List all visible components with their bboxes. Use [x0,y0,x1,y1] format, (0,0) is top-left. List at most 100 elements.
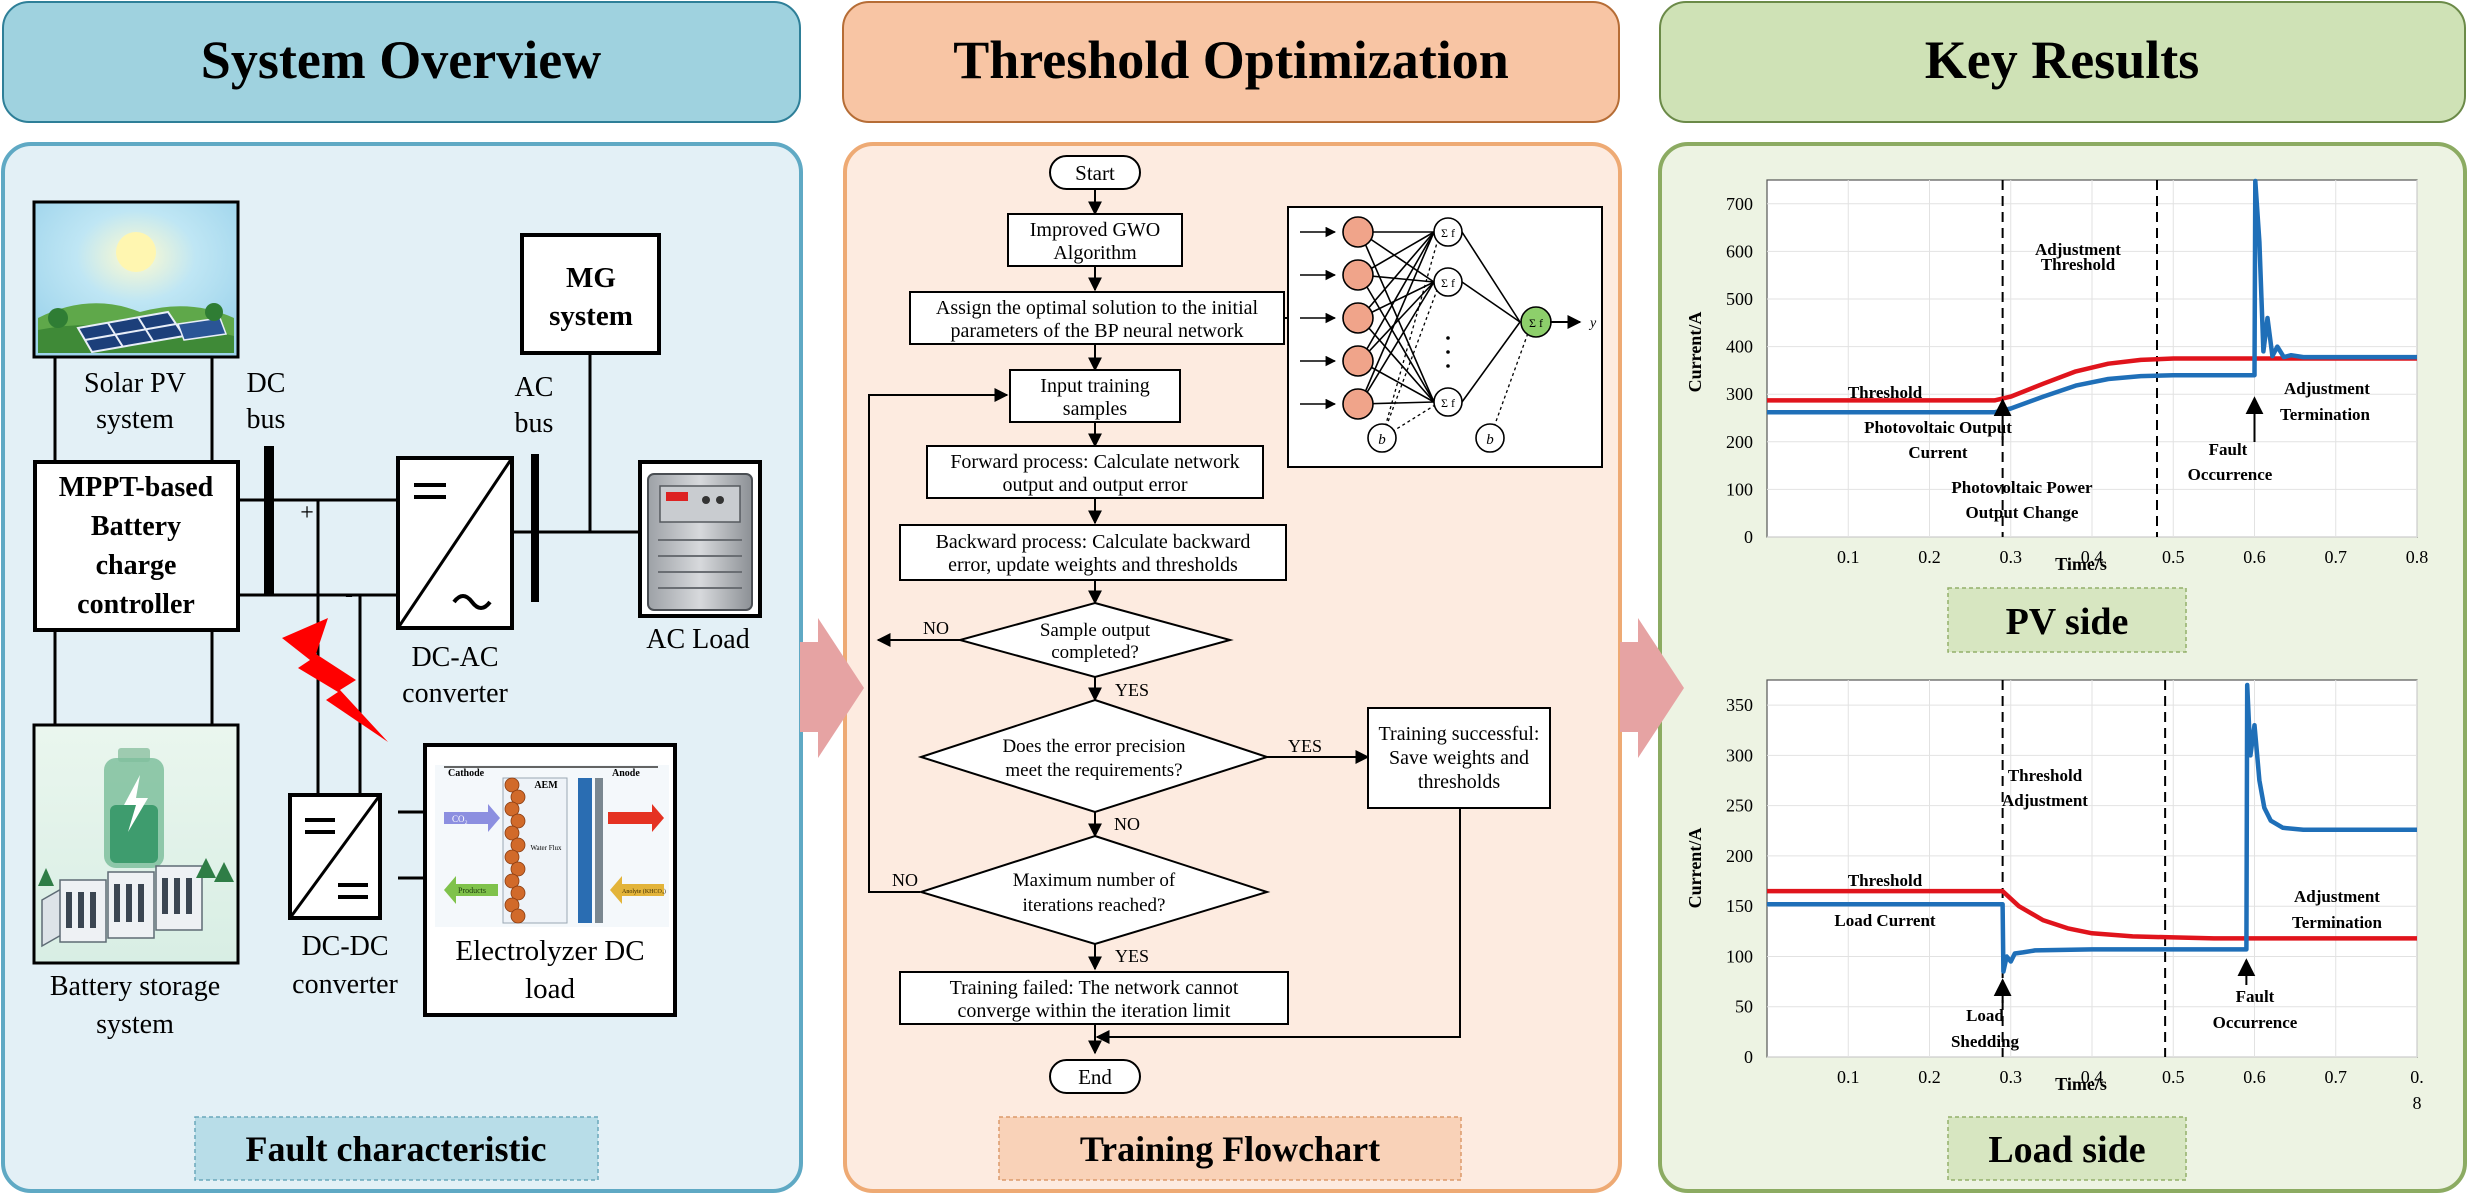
dc-bus-label-1: DC [247,368,286,399]
electrolyzer-image: Cathode Anode AEM Water Flux CO₂ Product… [423,743,677,1017]
nn-hidden-node [1433,387,1463,417]
load-side-label: Load side [1947,1116,2187,1181]
x-tick-label: 0. [2410,1067,2424,1087]
x-tick-label: 0.5 [2162,547,2185,567]
label-no-sample: NO [923,618,949,638]
flowchart-max-iter-text-1: Maximum number of [1013,870,1176,891]
flowchart-start: Start [1049,155,1141,190]
x-tick-label: 0.7 [2325,1067,2348,1087]
y-tick-label: 0 [1744,527,1753,547]
chart-annotation: Occurrence [2188,465,2273,484]
flow-arrow-2 [1620,618,1684,758]
solar-pv-image [32,200,240,359]
nn-hidden-node [1433,217,1463,247]
y-tick-label: 200 [1726,846,1753,866]
x-tick-label: 0.3 [2000,1067,2023,1087]
ac-bus-bar [531,454,539,602]
products-label: Products [458,886,486,895]
nn-input-node [1342,302,1374,334]
flowchart-forward-text-2: output and output error [1003,474,1188,496]
mppt-label-3: charge [96,550,177,581]
mg-system-label-1: MG [566,262,616,294]
flowchart-assign-text-2: parameters of the BP neural network [950,320,1243,342]
nn-bias-node-2 [1475,423,1505,453]
chart-annotation: Threshold [1848,871,1923,890]
sun-icon [116,232,156,272]
ac-bus-label-2: bus [515,408,554,439]
nn-input-node [1342,345,1374,377]
mg-system-box [520,233,661,355]
mg-system-label-2: system [549,300,633,332]
label-no-error: NO [1114,814,1140,834]
flowchart-assign-text-1: Assign the optimal solution to the initi… [936,297,1259,319]
flowchart-sample-output: Sample output completed? [956,601,1234,679]
electrolyzer-label-1: Electrolyzer DC [455,935,644,967]
chart-annotation: Fault [2209,440,2248,459]
mppt-label-2: Battery [91,511,181,542]
flowchart-backward-text-1: Backward process: Calculate backward [936,531,1251,553]
flowchart-assign: Assign the optimal solution to the initi… [909,291,1285,345]
flowchart-backward-text-2: error, update weights and thresholds [948,554,1238,576]
anode-label: Anode [612,768,640,779]
nn-hidden-node-symbol: Σ f [1441,226,1455,240]
flowchart-gwo-text-2: Algorithm [1053,242,1137,264]
flowchart-success-text-2: Save weights and [1389,747,1529,769]
water-flux-label: Water Flux [530,844,562,852]
flowchart-success-text-3: thresholds [1418,771,1500,793]
flowchart-gwo-text-1: Improved GWO [1030,219,1161,241]
label-yes-error: YES [1288,736,1322,756]
x-tick-label-extra: 8 [2413,1093,2422,1113]
fault-lightning-icon [282,618,388,742]
label-yes-sample: YES [1115,680,1149,700]
battery-icon [104,748,164,868]
plus-sign: + [300,500,314,526]
chart-annotation: Shedding [1951,1032,2020,1051]
chart-annotation: Threshold [2041,255,2116,274]
chart-annotation: Termination [2292,913,2383,932]
x-tick-label: 0.4 [2081,1067,2104,1087]
chart-annotation: Threshold [1848,383,1923,402]
dcdc-label-1: DC-DC [301,931,388,962]
solar-label-2: system [96,404,174,435]
x-tick-label: 0.6 [2243,547,2266,567]
flowchart-input-text-1: Input training [1040,375,1149,397]
mppt-controller-box [33,460,240,632]
chart-annotation: Occurrence [2213,1013,2298,1032]
chart-annotation: Photovoltaic Power [1951,478,2093,497]
mppt-label-4: controller [77,589,195,620]
y-tick-label: 700 [1726,194,1753,214]
nn-output-label: y [1588,316,1597,331]
y-tick-label: 100 [1726,946,1753,966]
chart-annotation: Adjustment [2284,379,2370,398]
mppt-label-1: MPPT-based [59,472,214,503]
x-tick-label: 0.3 [2000,547,2023,567]
battery-label-2: system [96,1009,174,1040]
nn-input-node [1342,216,1374,248]
battery-label-1: Battery storage [50,971,220,1002]
flow-arrow-1 [800,618,864,758]
nn-bias-label-1: b [1378,432,1386,448]
chart-annotation: Load [1966,1006,2004,1025]
neural-network-diagram: Σ fΣ fΣ fΣ f y b b [1287,206,1603,468]
chart-annotation: Termination [2280,405,2371,424]
battery-storage-image [32,723,240,965]
catalyst-beads [504,777,526,924]
y-tick-label: 50 [1735,997,1753,1017]
y-axis-label: Current/A [1685,828,1705,909]
nn-output-node-symbol: Σ f [1529,316,1543,330]
y-tick-label: 350 [1726,695,1753,715]
training-flowchart-label: Training Flowchart [998,1116,1462,1181]
y-tick-label: 400 [1726,337,1753,357]
flowchart-error-precision-text-1: Does the error precision [1002,736,1186,757]
flowchart-forward: Forward process: Calculate network outpu… [926,445,1264,499]
x-tick-label: 0.7 [2325,547,2348,567]
header-key-results-text: Key Results [1925,30,2199,90]
flowchart-backward: Backward process: Calculate backward err… [899,524,1287,581]
ac-bus-label-1: AC [515,372,554,403]
solar-label-1: Solar PV [84,368,186,399]
x-axis-label: Time/s [2055,554,2107,574]
pv-side-label: PV side [1947,587,2187,653]
y-tick-label: 150 [1726,896,1753,916]
cathode-label: Cathode [448,768,485,779]
